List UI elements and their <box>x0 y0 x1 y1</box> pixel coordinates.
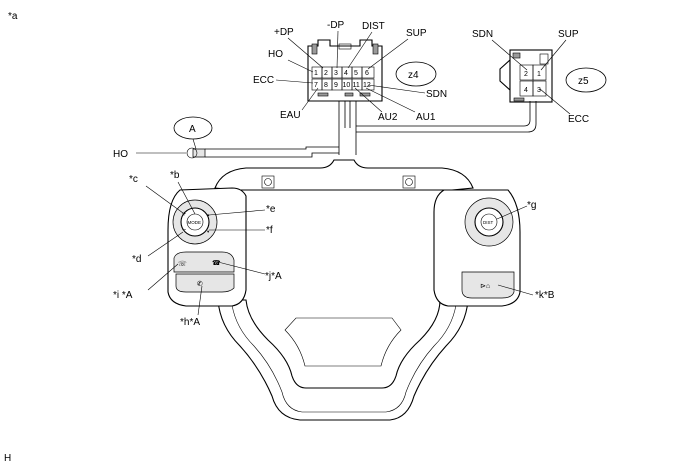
seek-up-icon: ▴ <box>207 212 210 217</box>
z4-pin: 3 <box>334 70 338 77</box>
z4-pin: 7 <box>314 82 318 89</box>
vehicle-icon: ⊳⌂ <box>480 283 490 290</box>
z4-terminal-labels: +DP -DP DIST SUP HO ECC SDN EAU AU2 AU1 <box>253 20 447 123</box>
callout-j: *j*A <box>265 271 282 282</box>
z5-pin: 4 <box>524 87 528 94</box>
terminal-label-minus-dp: -DP <box>327 20 345 31</box>
callout-i: *i *A <box>113 290 133 301</box>
wire-harness <box>136 101 537 159</box>
terminal-label-ho: HO <box>268 49 283 60</box>
callout-d: *d <box>132 254 141 265</box>
callouts: *b *c *d *e *f *g *i *A *j*A *h*A *k*B <box>113 170 555 328</box>
footer-code: H <box>4 453 11 463</box>
callout-f: *f <box>266 225 273 236</box>
figure-label: *a <box>8 11 18 22</box>
connector-z5-name: z5 <box>578 76 589 87</box>
z4-pin: 1 <box>314 70 318 77</box>
z4-pin: 4 <box>344 70 348 77</box>
z4-pin: 12 <box>363 82 371 89</box>
dist-button-label: DIST <box>483 220 494 225</box>
z5-pin: 1 <box>537 71 541 78</box>
telephone-switches: ☏ ☎ ✆ <box>173 251 235 293</box>
z4-pin: 5 <box>354 70 358 77</box>
connector-z4: 1 2 3 4 5 6 7 8 9 10 11 12 <box>307 39 383 128</box>
right-lower-switch[interactable]: ⊳⌂ <box>461 271 515 299</box>
callout-h: *h*A <box>180 317 200 328</box>
callout-k: *k*B <box>535 290 555 301</box>
terminal-label-dist: DIST <box>362 21 385 32</box>
callout-b: *b <box>170 170 180 181</box>
connector-z5-badge <box>565 67 607 93</box>
z4-pin: 2 <box>324 70 328 77</box>
z4-pin: 6 <box>365 70 369 77</box>
z4-pin: 8 <box>324 82 328 89</box>
z5-terminal-labels: SDN SUP ECC <box>472 29 589 125</box>
terminal-label-au2: AU2 <box>378 112 398 123</box>
connector-z4-badge <box>395 61 437 87</box>
voice-command-icon[interactable]: ✆ <box>197 281 203 288</box>
terminal-label-ecc: ECC <box>568 114 589 125</box>
z5-pin: 2 <box>524 71 528 78</box>
terminal-label-sup: SUP <box>406 28 427 39</box>
terminal-label-sdn: SDN <box>426 89 447 100</box>
left-multi-switch[interactable]: MODE + − ▴ ▾ <box>172 199 218 245</box>
callout-g: *g <box>527 200 536 211</box>
z4-pin: 9 <box>334 82 338 89</box>
connector-z4-name: z4 <box>408 70 419 81</box>
volume-minus-icon: − <box>182 227 186 234</box>
z4-pin: 11 <box>353 82 360 89</box>
terminal-label-sdn: SDN <box>472 29 493 40</box>
distance-switch[interactable]: DIST <box>464 197 514 247</box>
terminal-label-eau: EAU <box>280 110 301 121</box>
z5-pin: 3 <box>537 87 541 94</box>
off-hook-icon[interactable]: ☏ <box>178 260 187 268</box>
z4-pin: 10 <box>343 82 351 89</box>
horn-lead-label: HO <box>113 149 128 160</box>
callout-c: *c <box>129 174 138 185</box>
mode-button-label: MODE <box>188 220 202 225</box>
connector-z5: 2 1 4 3 <box>499 49 553 103</box>
callout-a: A <box>189 124 196 135</box>
terminal-label-au1: AU1 <box>416 112 436 123</box>
on-hook-icon[interactable]: ☎ <box>212 259 221 267</box>
z4-pin-grid: 1 2 3 4 5 6 7 8 9 10 11 12 <box>311 66 375 91</box>
terminal-label-plus-dp: +DP <box>274 27 294 38</box>
terminal-label-sup: SUP <box>558 29 579 40</box>
seek-down-icon: ▾ <box>207 229 210 234</box>
terminal-label-ecc: ECC <box>253 75 274 86</box>
callout-e: *e <box>266 204 276 215</box>
volume-plus-icon: + <box>182 211 186 218</box>
